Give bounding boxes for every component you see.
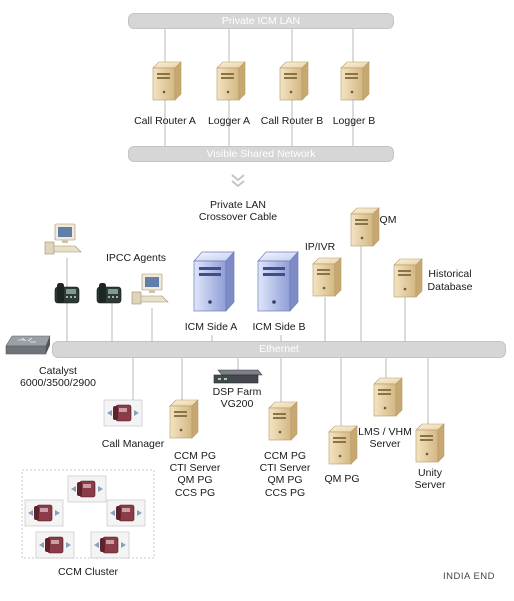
ccm-cluster-label: CCM Cluster [57,566,119,578]
logger-a-label: Logger A [207,115,251,127]
chevron-down-icon [231,174,245,188]
icm-side-a-label: ICM Side A [184,321,238,333]
call-router-b-server-icon [279,61,309,101]
icm-side-b-label: ICM Side B [252,321,306,333]
ethernet-bar: Ethernet [52,341,506,358]
agent-pc-icon [44,223,82,255]
ccm-pg-2-label-line4: CCS PG [264,487,306,499]
crossover-label-line2: Crossover Cable [198,211,278,223]
private-icm-lan-bar: Private ICM LAN [128,13,394,29]
dsp-farm-label-line2: VG200 [220,398,254,410]
ccm-cluster-box [21,469,155,559]
ccm-cluster-node-icon [90,531,130,559]
ccm-pg-1-label-line1: CCM PG [174,450,216,462]
catalyst-label-line2: 6000/3500/2900 [20,377,96,389]
ccm-pg-1-label-line4: CCS PG [174,487,216,499]
ccm-pg-2-label-line1: CCM PG [264,450,306,462]
lms-vhm-label-line2: Server [369,438,401,450]
qm-pg-label: QM PG [324,473,360,485]
visible-shared-network-bar: Visible Shared Network [128,146,394,162]
icm-side-a-server-icon [193,251,235,312]
dsp-farm-router-icon [213,369,263,384]
qm-label: QM [379,214,397,226]
crossover-label-line1: Private LAN [209,199,267,211]
catalyst-label-line1: Catalyst [39,365,77,377]
ccm-cluster-node-icon [106,499,146,527]
call-router-b-label: Call Router B [260,115,324,127]
catalyst-switch-icon [5,335,51,355]
ccm-pg-server-icon [268,401,298,441]
call-manager-label: Call Manager [101,438,165,450]
ccm-cluster-node-icon [35,531,75,559]
ip-ivr-label: IP/IVR [304,241,336,253]
historical-database-label-line1: Historical [428,268,472,280]
ip-ivr-server-icon [312,257,342,297]
call-router-a-server-icon [152,61,182,101]
call-manager-icon [103,399,143,427]
ccm-pg-2-label-line2: CTI Server [259,462,311,474]
agent-phone-icon [96,282,122,304]
unity-label-line2: Server [414,479,446,491]
historical-database-server-icon [393,258,423,298]
lms-vhm-label-line1: LMS / VHM [358,426,412,438]
historical-database-label-line2: Database [427,281,473,293]
ipcc-agents-label: IPCC Agents [105,252,167,264]
ccm-cluster-node-icon [67,475,107,503]
icm-side-b-server-icon [257,251,299,312]
logger-a-server-icon [216,61,246,101]
qm-server-icon [350,207,380,247]
unity-label-line1: Unity [418,467,442,479]
top-lan-links [164,28,354,148]
ccm-pg-2-label-line3: QM PG [267,474,303,486]
ccm-cluster-node-icon [24,499,64,527]
ccm-pg-1-label-line2: CTI Server [169,462,221,474]
ccm-pg-server-icon [169,399,199,439]
logger-b-label: Logger B [332,115,376,127]
footer-label: INDIA END [443,571,496,582]
dsp-farm-label-line1: DSP Farm [212,386,262,398]
lms-vhm-server-icon [373,377,403,417]
logger-b-server-icon [340,61,370,101]
ccm-pg-1-label-line3: QM PG [177,474,213,486]
agent-pc-icon [131,273,169,305]
call-router-a-label: Call Router A [134,115,196,127]
unity-server-icon [415,423,445,463]
